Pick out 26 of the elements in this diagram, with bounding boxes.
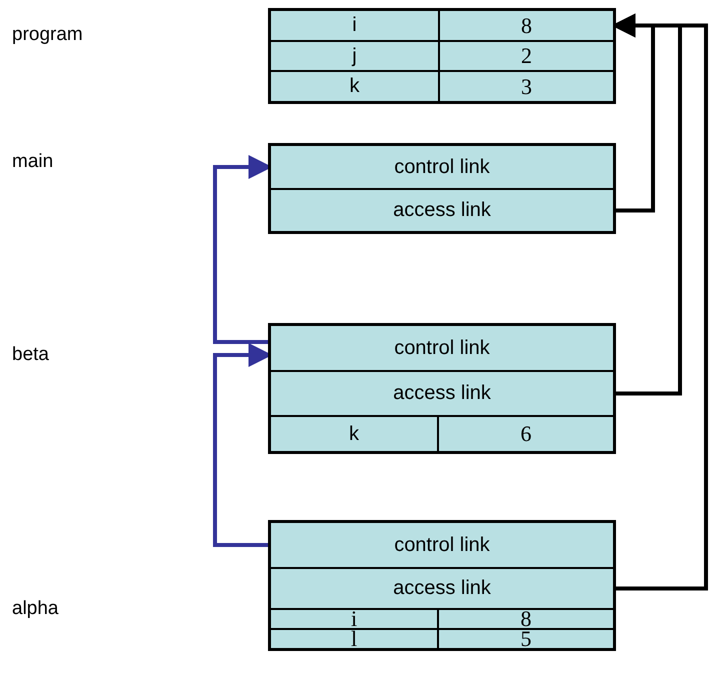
value-cell: 2 — [439, 41, 614, 71]
field-cell: control link — [270, 325, 614, 371]
field-cell: control link — [270, 522, 614, 568]
record-frame — [268, 143, 616, 234]
field-cell: access link — [270, 371, 614, 416]
frame-label: alpha — [12, 598, 58, 620]
value-cell: 5 — [438, 629, 614, 649]
field-cell: i — [270, 10, 439, 41]
value-cell: 6 — [438, 416, 614, 452]
field-cell: control link — [270, 145, 614, 189]
value-cell: i — [270, 609, 438, 629]
frame-label: main — [12, 151, 54, 173]
field-cell: j — [270, 41, 439, 71]
frame-label: program — [12, 24, 83, 46]
value-cell: 8 — [439, 10, 614, 41]
value-cell: l — [270, 629, 438, 649]
frame-label: beta — [12, 344, 49, 366]
field-cell: k — [270, 416, 438, 452]
record-frame — [268, 323, 616, 454]
field-cell: access link — [270, 189, 614, 232]
record-frame — [268, 520, 616, 651]
field-cell: k — [270, 71, 439, 102]
field-cell: access link — [270, 568, 614, 609]
value-cell: 8 — [438, 609, 614, 629]
value-cell: 3 — [439, 71, 614, 102]
record-frame — [268, 8, 616, 104]
